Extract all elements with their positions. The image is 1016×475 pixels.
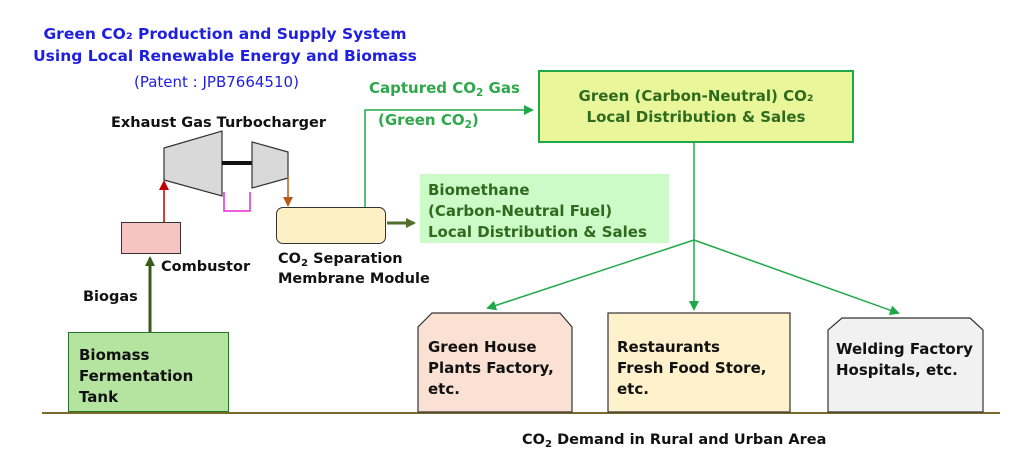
demand-caption: CO2 Demand in Rural and Urban Area [522,432,827,450]
turbocharger-compressor-shape [163,130,223,197]
combustor-label: Combustor [161,259,251,275]
restaurants-text: Restaurants Fresh Food Store, etc. [617,338,767,398]
turbocharger-turbine-shape [251,141,289,189]
greenhouse-building-shape [417,312,573,413]
membrane-label-line-2: Membrane Module [278,271,430,287]
combustor-box [121,222,181,254]
biomethane-box: Biomethane (Carbon-Neutral Fuel) Local D… [420,174,669,243]
membrane-module [276,207,386,244]
green-co2-sales-box: Green (Carbon-Neutral) CO₂ Local Distrib… [538,70,854,143]
welding-building-shape [827,317,984,413]
captured-co2-arrow [364,105,534,207]
title-line-2: Using Local Renewable Energy and Biomass [33,47,417,65]
biogas-label: Biogas [83,289,138,305]
welding-text: Welding Factory Hospitals, etc. [836,340,973,379]
biomass-tank-box: Biomass Fermentation Tank [68,332,229,412]
to-greenhouse-arrow [486,239,695,311]
turbo-loop-line [223,192,251,212]
title-line-1: Green CO₂ Production and Supply System [43,25,407,43]
restaurants-building-shape [607,312,791,413]
greenhouse-text: Green House Plants Factory, etc. [428,338,554,398]
captured-co2-label: Captured CO2 Gas [369,79,520,99]
to-welding-arrow [693,239,900,316]
green-co2-label: (Green CO2) [378,111,479,131]
biomethane-text: Biomethane (Carbon-Neutral Fuel) Local D… [428,181,647,241]
green-co2-sales-text: Green (Carbon-Neutral) CO₂ Local Distrib… [578,86,814,126]
membrane-label-line-1: CO2 Separation [278,251,403,269]
biomass-tank-text: Biomass Fermentation Tank [79,346,194,406]
turbocharger-label: Exhaust Gas Turbocharger [111,115,326,131]
patent-label: (Patent : JPB7664510) [134,73,299,91]
